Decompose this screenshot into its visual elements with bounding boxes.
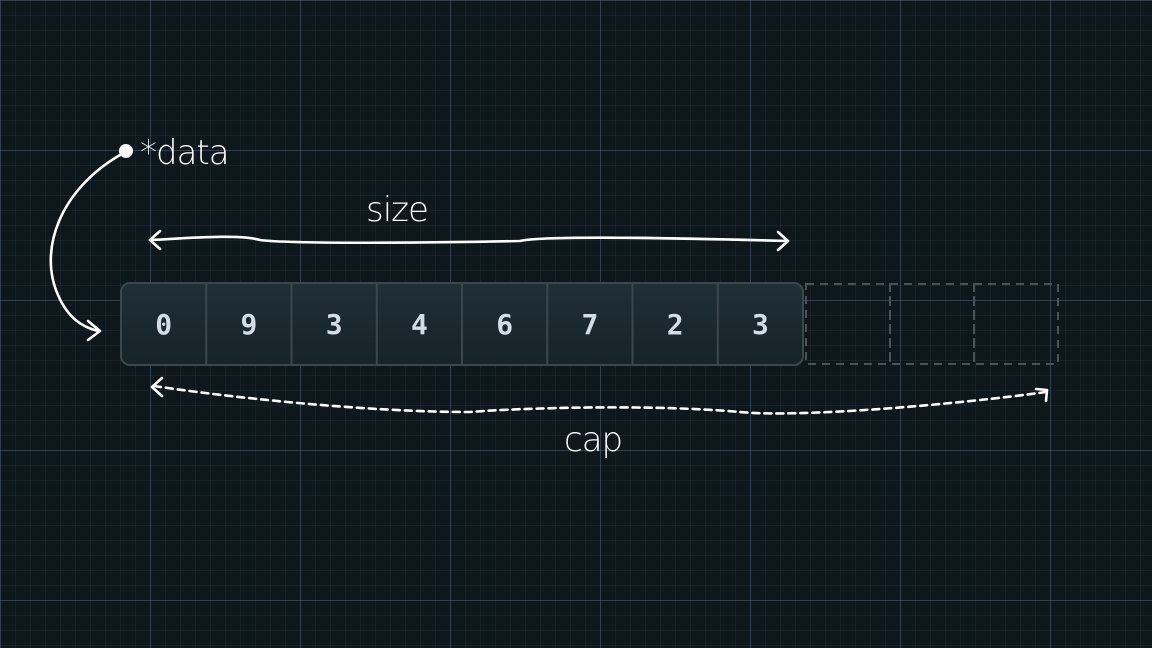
cap-label: cap [564, 420, 622, 460]
size-arrow-right-head [776, 230, 790, 252]
array-cell-value: 3 [752, 308, 769, 341]
size-arrow-left-head [148, 229, 162, 251]
size-arrow [148, 235, 790, 245]
pointer-arrow-head [86, 319, 102, 342]
array-cell-value: 7 [581, 308, 598, 341]
unused-slot [889, 283, 975, 365]
unused-slot [805, 283, 891, 365]
unused-capacity-slots [805, 283, 1059, 365]
array-cell-value: 9 [240, 308, 257, 341]
array-cell-value: 2 [667, 308, 684, 341]
cap-arrow-left-head [150, 376, 164, 398]
array-cell-value: 3 [326, 308, 343, 341]
array-cells: 0 9 3 4 6 7 2 3 [120, 282, 804, 366]
pointer-arrow [49, 153, 122, 333]
pointer-label: *data [140, 133, 229, 173]
cap-arrow-right-head [1034, 387, 1049, 403]
cap-arrow [152, 384, 1048, 415]
size-label: size [366, 190, 428, 230]
pointer-origin-dot [119, 144, 133, 158]
unused-slot [973, 283, 1059, 365]
array-cell-value: 6 [496, 308, 513, 341]
array-cell-value: 4 [411, 308, 428, 341]
array-cell-value: 0 [155, 308, 172, 341]
